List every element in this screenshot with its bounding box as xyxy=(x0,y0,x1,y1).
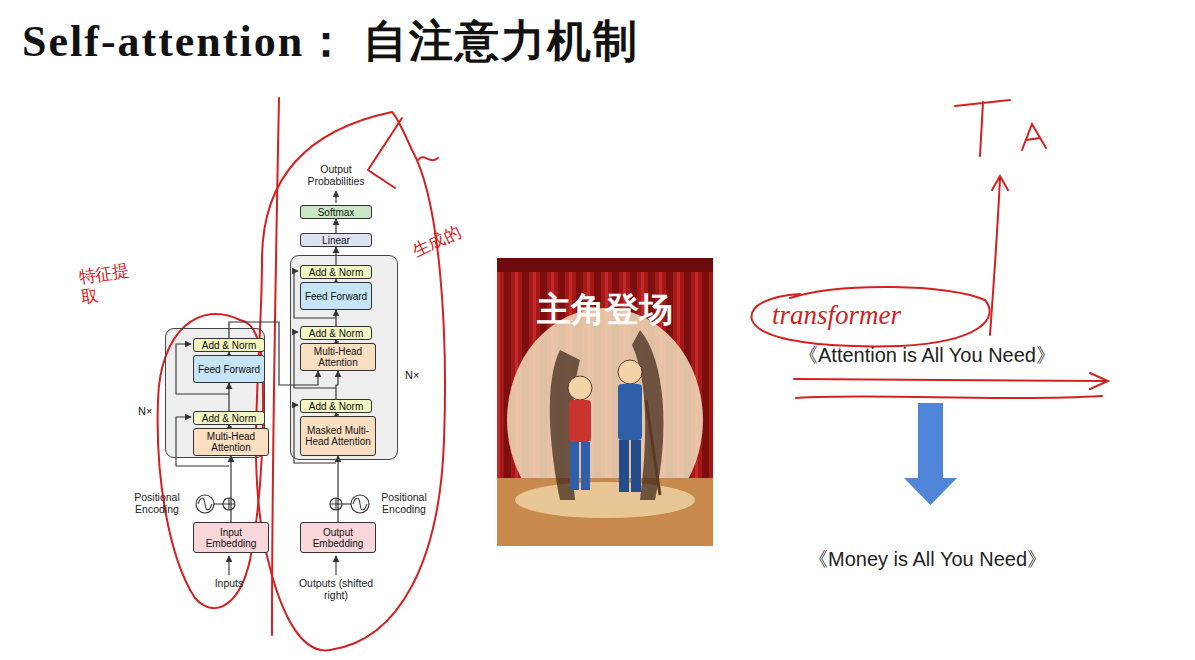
handwritten-word: transformer xyxy=(772,300,901,331)
connector-arrow xyxy=(335,247,336,265)
positional-symbols xyxy=(196,495,369,513)
stack-block: N×Add & NormFeed ForwardAdd & NormMulti-… xyxy=(290,255,398,460)
side-label: Positional Encoding xyxy=(126,491,188,515)
feed-forward-box: Feed Forward xyxy=(193,355,265,383)
red-annotations xyxy=(158,98,445,650)
add-norm-box: Add & Norm xyxy=(300,326,372,340)
box-label: Multi-Head Attention xyxy=(301,346,375,368)
box-label: Feed Forward xyxy=(198,364,260,375)
box-label: Add & Norm xyxy=(309,328,363,339)
decoder-fill xyxy=(290,255,398,460)
connector-arrow xyxy=(336,371,338,399)
add-norm-box: Add & Norm xyxy=(193,338,265,352)
add-norm-box: Add & Norm xyxy=(300,399,372,413)
embedding-box: Output Embedding xyxy=(300,522,376,553)
box-label: Softmax xyxy=(318,207,355,218)
output-label: Output Probabilities xyxy=(292,163,380,187)
add-norm-box: Add & Norm xyxy=(300,265,372,279)
connector-arrow xyxy=(228,383,229,411)
output-label: Outputs (shifted right) xyxy=(292,577,380,601)
slide-title: Self-attention： 自注意力机制 xyxy=(22,12,639,71)
blue-down-arrow xyxy=(904,403,957,505)
movie-poster xyxy=(497,258,713,546)
connector-arrow xyxy=(335,310,336,326)
paper-title: 《Money is All You Need》 xyxy=(808,548,1047,571)
box-label: Add & Norm xyxy=(202,413,256,424)
box-label: Add & Norm xyxy=(309,267,363,278)
connector-arrow xyxy=(335,219,336,233)
connector-arrow xyxy=(337,456,338,522)
attention-box: Multi-Head Attention xyxy=(193,428,269,456)
attention-box: Multi-Head Attention xyxy=(300,343,376,371)
handwritten-note: 特征提取 xyxy=(78,260,141,307)
box-label: Add & Norm xyxy=(309,401,363,412)
box-label: Multi-Head Attention xyxy=(194,431,268,453)
linear-box: Linear xyxy=(300,233,372,247)
box-label: Add & Norm xyxy=(202,340,256,351)
red-marks xyxy=(752,100,1108,398)
side-label: Positional Encoding xyxy=(372,491,436,515)
embedding-box: Input Embedding xyxy=(193,522,269,553)
box-label: Masked Multi-Head Attention xyxy=(301,425,375,447)
add-norm-box: Add & Norm xyxy=(193,411,265,425)
poster-title: 主角登场 xyxy=(520,290,690,329)
connector-arrow xyxy=(230,456,231,522)
input-label: Inputs xyxy=(199,577,259,589)
box-label: Input Embedding xyxy=(194,527,268,549)
attention-box: Masked Multi-Head Attention xyxy=(300,416,376,456)
feed-forward-box: Feed Forward xyxy=(300,282,372,310)
softmax-box: Softmax xyxy=(300,205,372,219)
box-label: Output Embedding xyxy=(301,527,375,549)
box-label: Feed Forward xyxy=(305,291,367,302)
repeat-count: N× xyxy=(138,405,152,417)
stack-block: N×Add & NormFeed ForwardAdd & NormMulti-… xyxy=(165,328,265,458)
box-label: Linear xyxy=(322,235,350,246)
repeat-count: N× xyxy=(405,369,419,381)
handwritten-note: 生成的 xyxy=(410,210,491,262)
paper-title: 《Attention is All You Need》 xyxy=(798,344,1056,367)
